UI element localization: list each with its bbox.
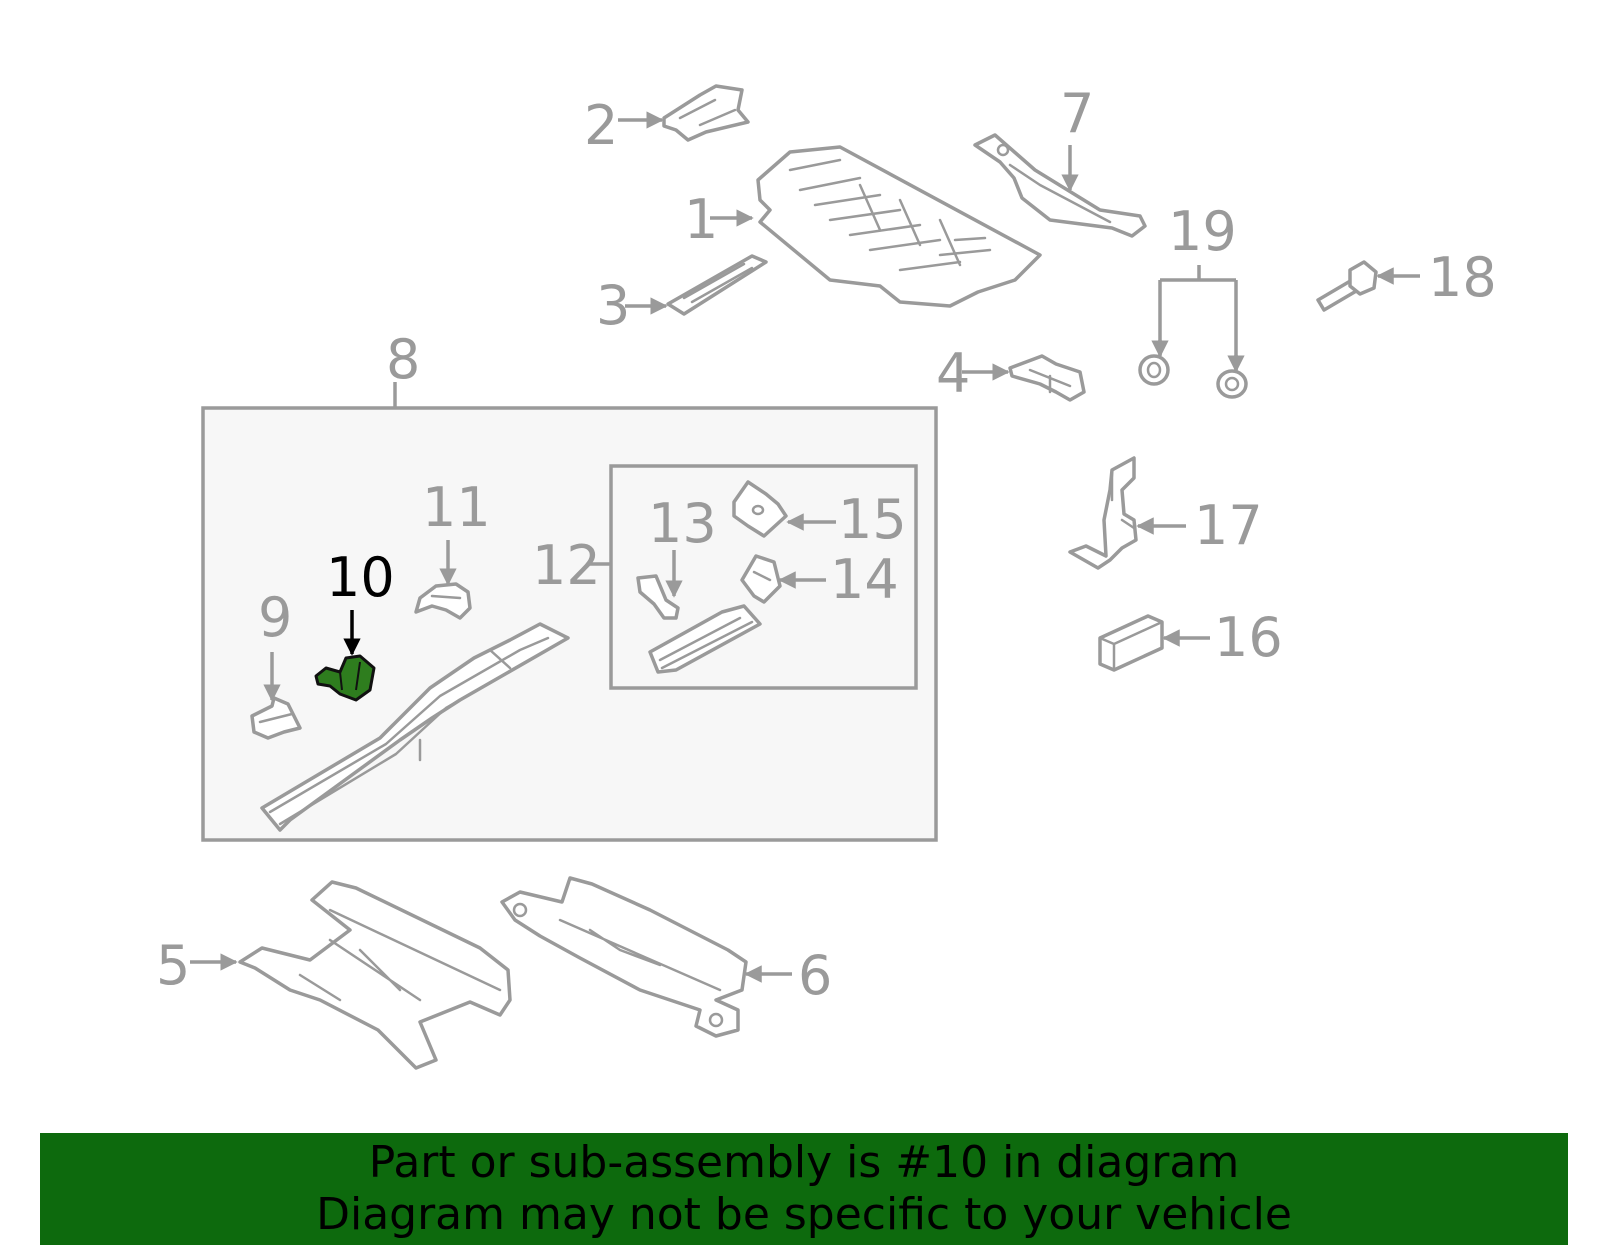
part-18-bolt (1316, 260, 1378, 312)
callout-14: 14 (830, 548, 899, 611)
part-17-bracket (1068, 456, 1138, 570)
leader-19 (1158, 265, 1238, 370)
info-banner: Part or sub-assembly is #10 in diagram D… (40, 1133, 1568, 1245)
callout-5: 5 (156, 934, 190, 997)
part-1-floor-pan (756, 145, 1042, 308)
assembly-box-8 (201, 406, 938, 842)
callout-2: 2 (584, 94, 618, 157)
banner-line-2: Diagram may not be specific to your vehi… (316, 1189, 1292, 1240)
part-3-reinforcement (666, 254, 768, 316)
callout-8: 8 (386, 328, 420, 391)
callout-15: 15 (838, 488, 907, 551)
part-4-bracket (1008, 354, 1086, 402)
callout-12: 12 (532, 534, 601, 597)
part-13-bracket (636, 574, 680, 620)
part-2-bracket (662, 84, 750, 142)
callout-13: 13 (648, 492, 717, 555)
callout-4: 4 (936, 342, 970, 405)
callout-18: 18 (1428, 246, 1497, 309)
callout-10: 10 (326, 546, 395, 609)
part-19-nuts (1138, 354, 1248, 399)
subassembly-box-12 (609, 464, 918, 690)
callout-19: 19 (1168, 200, 1237, 263)
part-8-side-rail (260, 622, 570, 832)
callout-6: 6 (798, 944, 832, 1007)
part-9-bracket (250, 696, 302, 740)
part-10-bracket-highlighted (314, 654, 376, 702)
part-7-crossmember (973, 133, 1147, 238)
callout-17: 17 (1194, 494, 1263, 557)
callout-7: 7 (1060, 82, 1094, 145)
part-15-bracket (732, 480, 788, 538)
callout-11: 11 (422, 476, 491, 539)
part-5-crossmember (238, 880, 512, 1070)
callout-16: 16 (1214, 606, 1283, 669)
part-6-crossmember (500, 876, 748, 1038)
banner-line-1: Part or sub-assembly is #10 in diagram (368, 1137, 1240, 1188)
part-16-block (1098, 614, 1164, 672)
callout-9: 9 (258, 586, 292, 649)
part-12-inner-rail (648, 604, 762, 674)
callout-3: 3 (596, 274, 630, 337)
callout-1: 1 (684, 188, 718, 251)
